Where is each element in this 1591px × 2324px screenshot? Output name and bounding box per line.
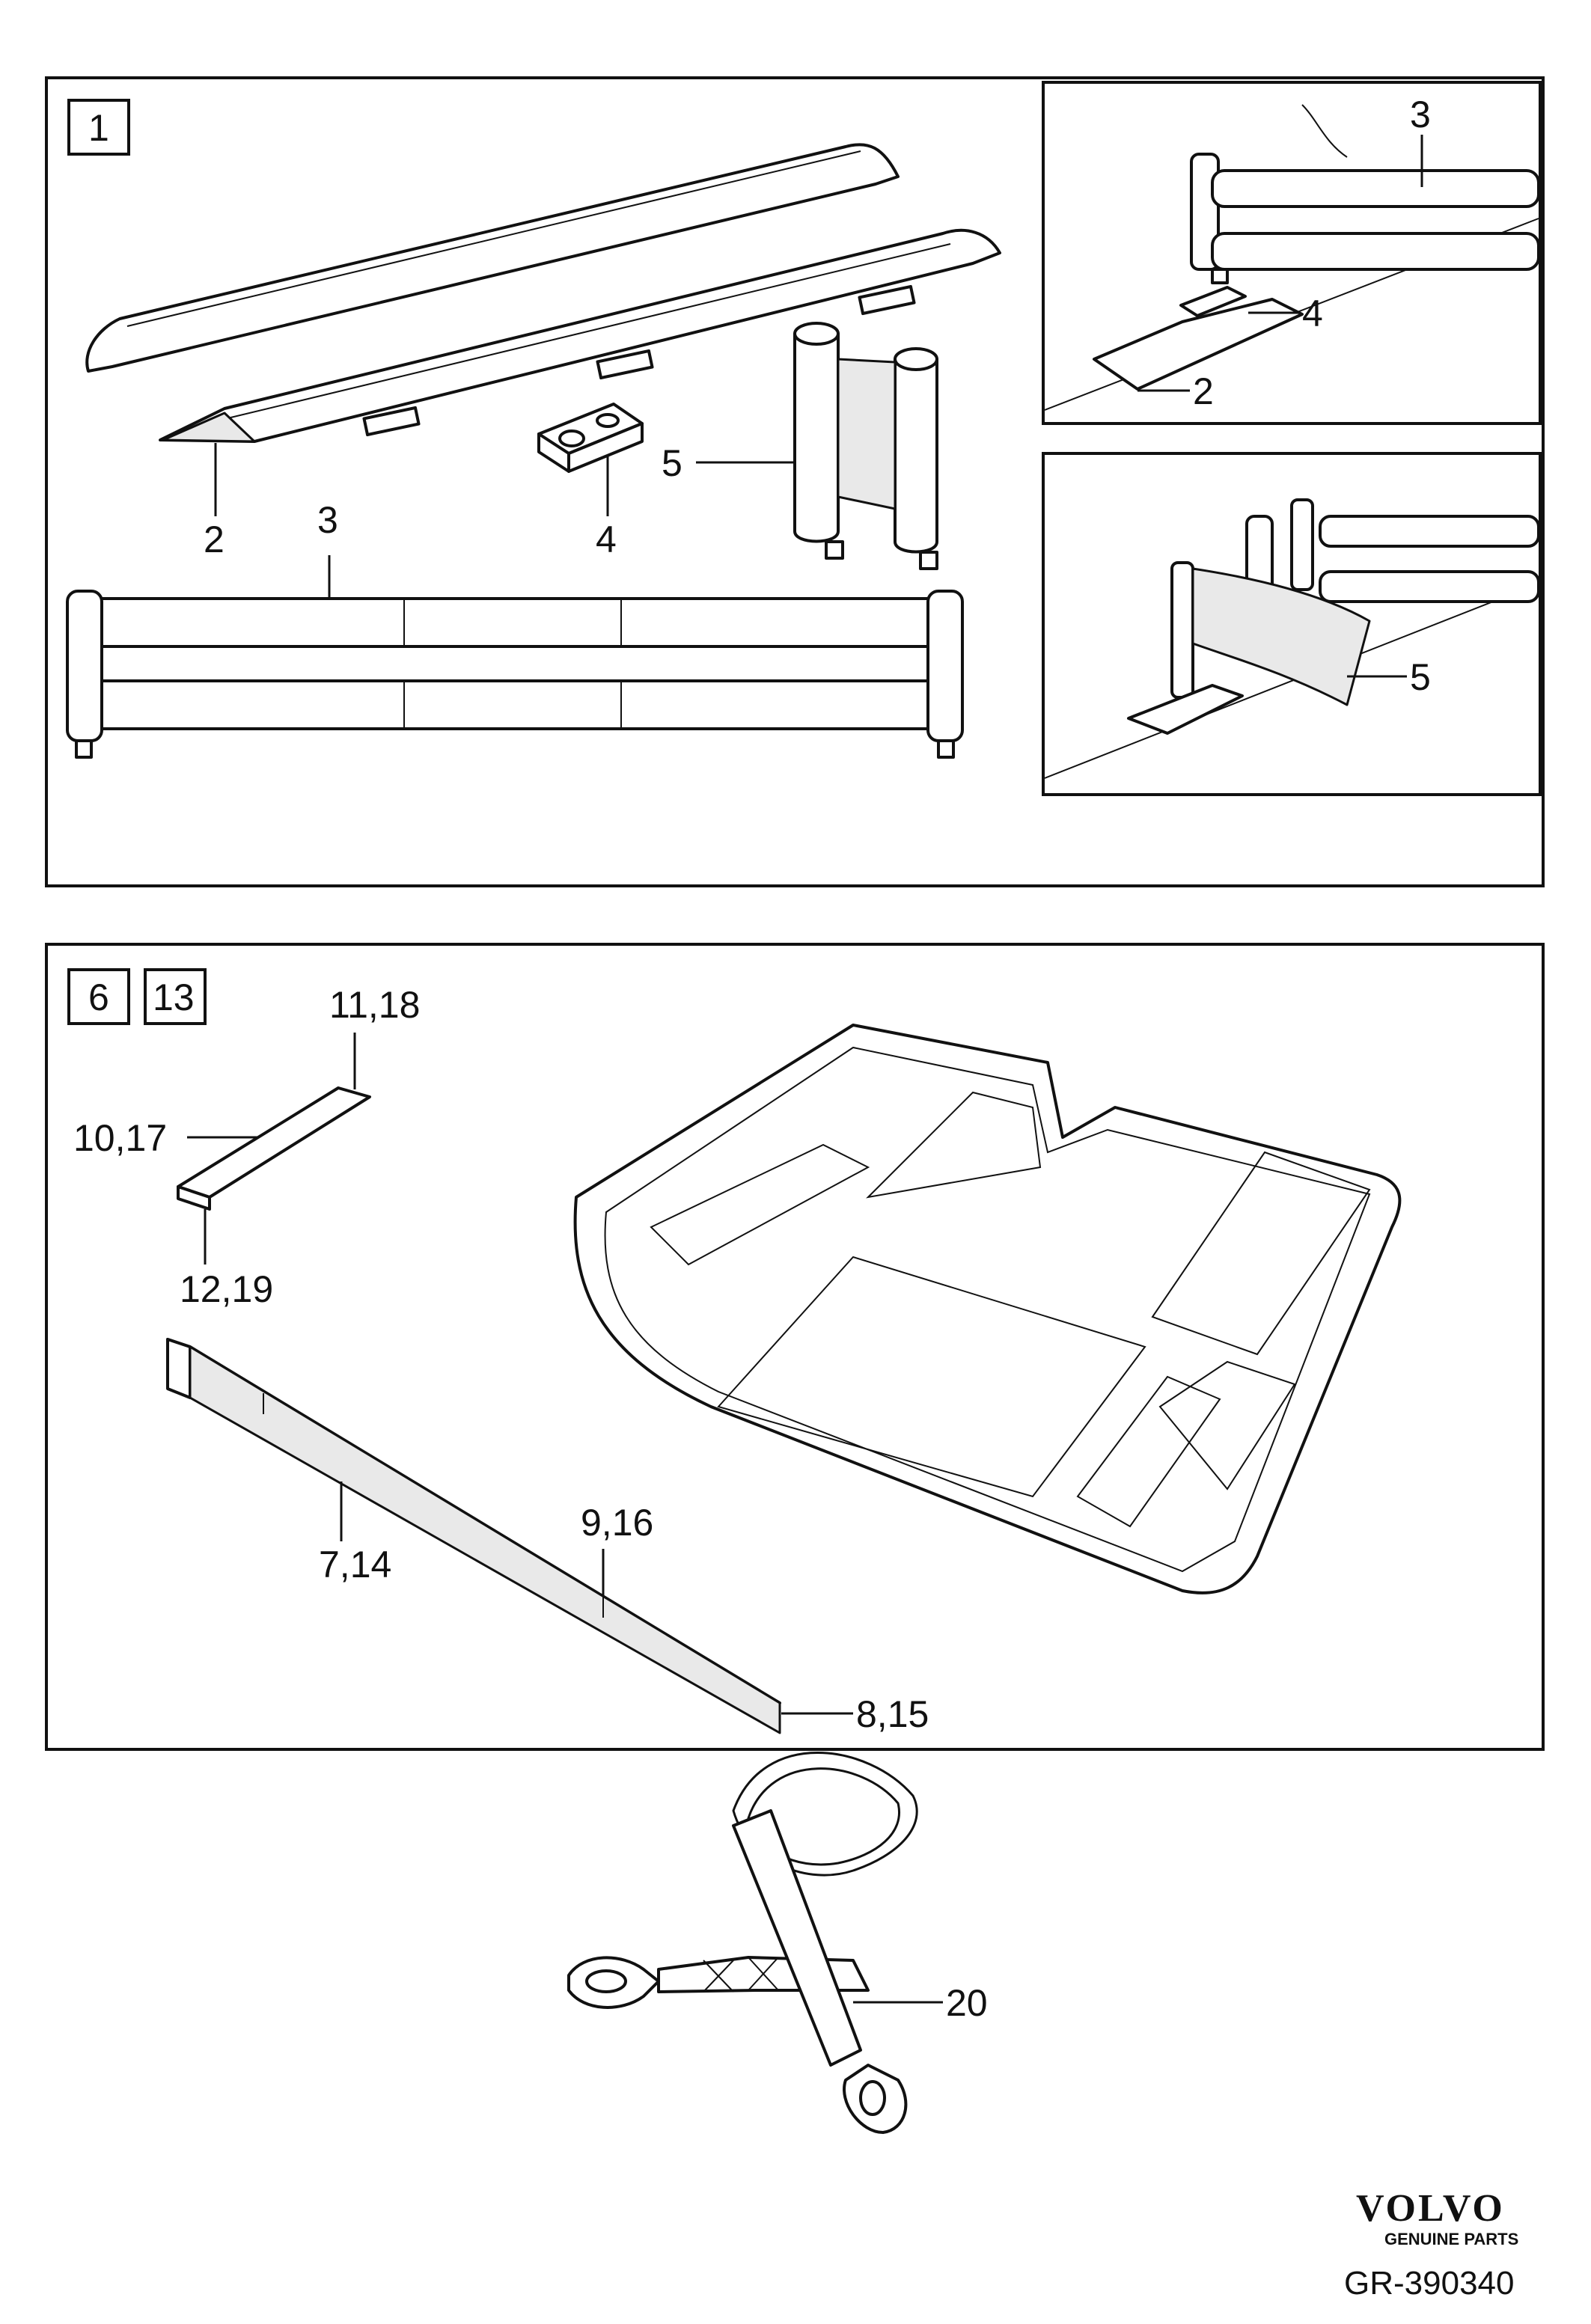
- inset-a-callout-clip: 4: [1302, 293, 1323, 334]
- callout-bar: 3: [317, 499, 338, 541]
- callout-clip: 4: [596, 519, 617, 560]
- callout-strap: 20: [946, 1982, 988, 2024]
- mid-panel-frame: [45, 943, 1545, 1751]
- inset-a-drawing: [1044, 104, 1540, 411]
- mid-box-label-2: 13: [153, 976, 195, 1018]
- tie-down-strap: [567, 1752, 918, 2134]
- long-piece: [166, 1338, 781, 1734]
- clip-part: [537, 403, 644, 473]
- inset-b-drawing: [1044, 498, 1540, 779]
- top-panel-frame: [45, 76, 1545, 887]
- mid-box-label-1: 6: [88, 976, 109, 1018]
- inset-a-callout-rail: 2: [1193, 370, 1214, 412]
- bar-frame: [66, 590, 964, 759]
- rail-upper: [85, 143, 900, 373]
- figure-code: GR-390340: [1344, 2265, 1514, 2302]
- mid-box-label-frame-1: [67, 968, 130, 1025]
- callout-long-piece: 7,14: [319, 1544, 391, 1585]
- callout-bottom-a: 12,19: [180, 1268, 273, 1310]
- brand-logo: VOLVO: [1356, 2187, 1505, 2230]
- callout-rail: 2: [204, 519, 225, 560]
- top-box-label-frame: [67, 99, 130, 156]
- callout-end-a: 11,18: [329, 984, 420, 1026]
- callout-piece-a: 10,17: [73, 1117, 167, 1159]
- cargo-tray: [573, 1024, 1402, 1594]
- inset-a-callout-bar: 3: [1410, 94, 1431, 135]
- posts-part: [793, 322, 938, 570]
- rail-lower: [159, 228, 1001, 443]
- brand-subtitle: GENUINE PARTS: [1384, 2230, 1518, 2248]
- callout-notch: 9,16: [581, 1502, 653, 1544]
- small-piece: [177, 1086, 371, 1211]
- top-box-label: 1: [88, 107, 109, 149]
- callout-posts: 5: [662, 442, 682, 484]
- callout-end-b: 8,15: [856, 1693, 929, 1735]
- inset-b-frame: [1042, 452, 1542, 796]
- inset-b-callout-posts: 5: [1410, 656, 1431, 698]
- mid-box-label-frame-2: [144, 968, 207, 1025]
